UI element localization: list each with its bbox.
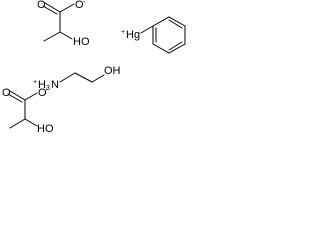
- carboxylate-oxygen: O: [38, 87, 47, 99]
- bond-ch-oh: [24, 118, 38, 127]
- carboxylate-oxygen: O: [75, 0, 84, 11]
- bond-hg-phenyl: [140, 25, 154, 34]
- chemical-structure-canvas: O O - HO + Hg + H 3 N OH O O - HO: [0, 0, 207, 149]
- phenyl-double-bond-1: [168, 19, 183, 29]
- bond-carboxylate-o: [59, 3, 75, 13]
- carboxylate-charge: -: [46, 87, 49, 94]
- hydroxyl-label: OH: [104, 65, 121, 77]
- bond-carbonyl-2: [7, 93, 23, 103]
- mercury-label: Hg: [126, 29, 140, 41]
- lactate-anion-bottom: O O - HO: [2, 87, 54, 135]
- ammonium-n: N: [51, 79, 59, 91]
- carbonyl-oxygen: O: [2, 87, 11, 99]
- bond-ch2-oh: [91, 74, 105, 83]
- bond-carbonyl-1: [44, 2, 61, 13]
- bond-ch2-ch2: [74, 72, 93, 83]
- ammonium-subscript: 3: [46, 85, 50, 92]
- phenyl-double-bond-2: [168, 41, 183, 51]
- bond-n-ch2: [59, 72, 76, 83]
- bond-carbonyl-2: [42, 5, 58, 15]
- bond-ch-oh: [59, 31, 73, 40]
- ammonium-h: H: [38, 79, 46, 91]
- ammonium-charge: +: [33, 79, 37, 86]
- phenyl-ring: [152, 16, 186, 54]
- carbonyl-oxygen: O: [37, 0, 46, 11]
- lactate-anion-top: O O - HO: [37, 0, 90, 48]
- bond-methyl-ch: [9, 118, 26, 129]
- ethanolammonium-cation: + H 3 N OH: [33, 65, 121, 92]
- phenylmercury-cation: + Hg: [121, 16, 186, 54]
- bond-carbonyl-1: [9, 90, 26, 101]
- mercury-charge: +: [121, 29, 125, 36]
- bond-methyl-ch: [43, 31, 61, 42]
- hydroxyl-label: HO: [73, 36, 90, 48]
- chemical-structure-svg: O O - HO + Hg + H 3 N OH O O - HO: [2, 0, 186, 135]
- bond-carboxylate-o: [24, 92, 38, 101]
- carboxylate-charge: -: [83, 0, 86, 6]
- hydroxyl-label: HO: [37, 123, 54, 135]
